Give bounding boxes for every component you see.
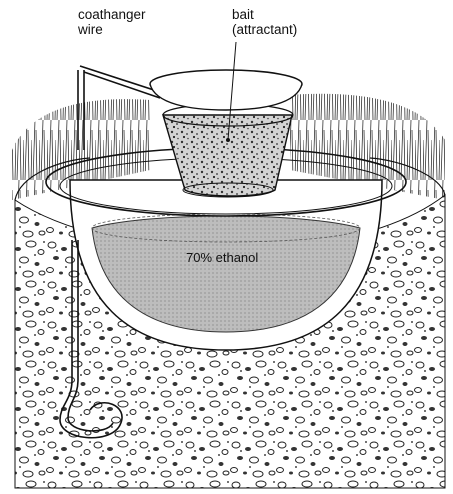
coathanger-label: coathanger wire [78,7,146,37]
ethanol-label: 70% ethanol [186,250,258,265]
bait-label: bait (attractant) [232,7,297,37]
bait-label-line2: (attractant) [232,22,297,37]
bait-lid [150,70,302,110]
coathanger-label-line2: wire [78,22,146,37]
bait-label-line1: bait [232,7,297,22]
bait-cup [163,104,293,197]
coathanger-label-line1: coathanger [78,7,146,22]
